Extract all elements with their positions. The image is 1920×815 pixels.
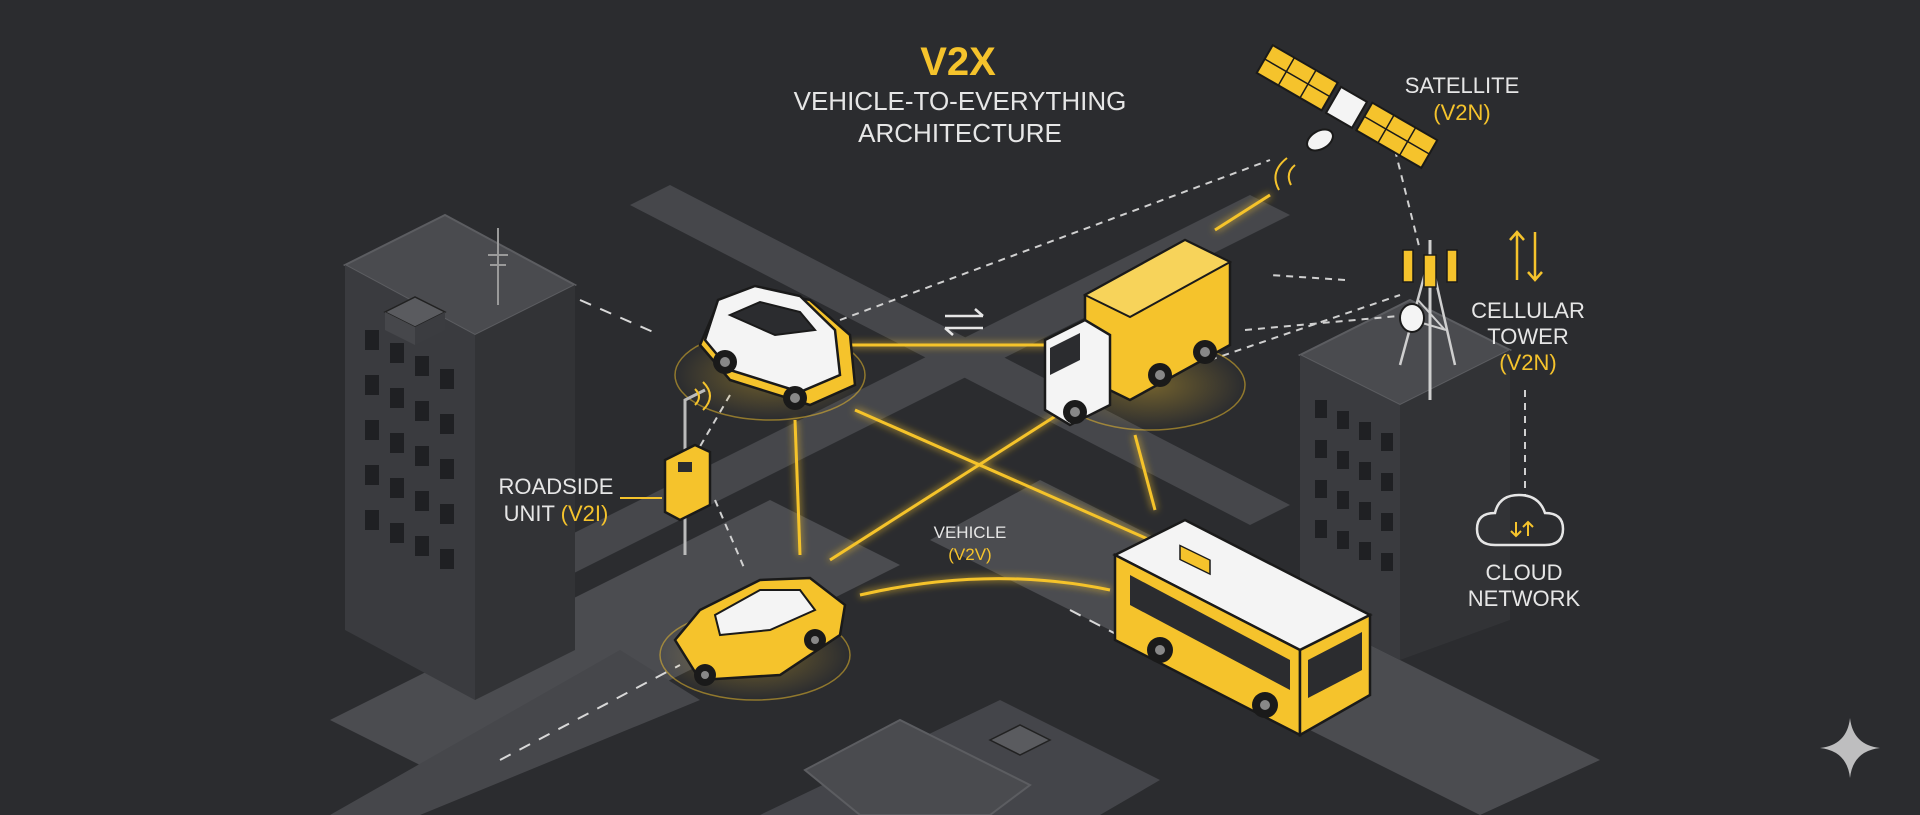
tower-tag: (V2N) — [1499, 350, 1556, 375]
title-main: V2X — [920, 40, 996, 84]
building-right — [1297, 298, 1513, 660]
labels: V2X VEHICLE-TO-EVERYTHING ARCHITECTURE S… — [499, 40, 1585, 611]
v2v-links — [793, 193, 1271, 597]
title-line1: VEHICLE-TO-EVERYTHING — [794, 86, 1127, 116]
exchange-arrows-icon — [944, 308, 984, 336]
tower-label-1: CELLULAR — [1471, 298, 1585, 323]
roadside-unit-icon — [620, 381, 712, 555]
truck-icon — [1043, 238, 1233, 427]
cloud-label-2: NETWORK — [1468, 586, 1581, 611]
rsu-label-1: ROADSIDE — [499, 474, 614, 499]
building-bottom — [803, 718, 1052, 815]
tower-label-2: TOWER — [1487, 324, 1568, 349]
cell-tower-icon — [1398, 240, 1458, 400]
suv-icon — [698, 284, 857, 410]
cloud-label-1: CLOUD — [1485, 560, 1562, 585]
road-west — [330, 650, 700, 815]
cloud-icon — [1475, 493, 1565, 547]
building-left — [342, 213, 578, 700]
bus-icon — [1112, 518, 1373, 738]
vehicle-tag: (V2V) — [948, 545, 991, 564]
updown-arrows-icon — [1509, 230, 1543, 282]
vehicle-label: VEHICLE — [934, 523, 1007, 542]
satellite-tag: (V2N) — [1433, 100, 1490, 125]
rsu-label-unit: UNIT — [504, 501, 561, 526]
road-main-nw — [330, 500, 900, 785]
satellite-label: SATELLITE — [1405, 73, 1520, 98]
gemini-sparkle-icon — [1820, 718, 1880, 778]
rsu-tag: (V2I) — [561, 501, 609, 526]
rsu-label-2: UNIT (V2I) — [504, 501, 609, 526]
sedan-icon — [673, 576, 847, 686]
satellite-icon — [1255, 43, 1439, 191]
title-line2: ARCHITECTURE — [858, 118, 1062, 148]
dashed-links — [694, 149, 1526, 571]
